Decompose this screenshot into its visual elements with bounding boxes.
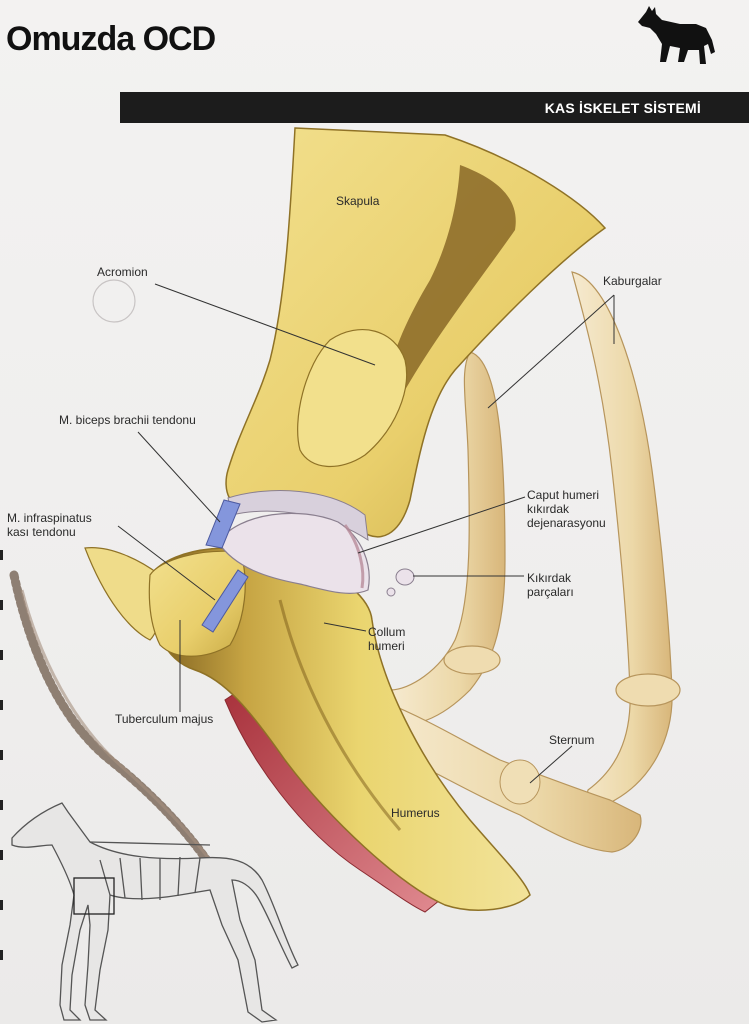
skeleton-dog-inset — [11, 802, 299, 1023]
spiral-binding — [0, 550, 3, 960]
page-title: Omuzda OCD — [6, 20, 216, 58]
cartilage-fragment — [395, 568, 415, 586]
label-caput-line2: kıkırdak — [527, 502, 570, 516]
label-infraspinatus-line1: M. infraspinatus — [7, 511, 92, 525]
label-kikirdak-line1: Kıkırdak — [527, 571, 572, 585]
label-biceps-tendon: M. biceps brachii tendonu — [59, 413, 196, 427]
label-collum-line2: humeri — [368, 639, 405, 653]
acromion-marker-circle — [92, 279, 136, 323]
fur-outline — [9, 570, 225, 885]
label-collum-line1: Collum — [368, 625, 406, 639]
label-skapula: Skapula — [336, 194, 380, 208]
cartilage-fragment-small — [386, 587, 396, 597]
label-infraspinatus-line2: kası tendonu — [7, 525, 76, 539]
label-caput-line3: dejenarasyonu — [527, 516, 606, 530]
section-banner-text: KAS İSKELET SİSTEMİ — [544, 100, 701, 116]
label-caput-line1: Caput humeri — [527, 488, 600, 502]
biceps-tendon — [205, 499, 241, 549]
label-kikirdak-line2: parçaları — [527, 585, 574, 599]
rib-back — [571, 271, 673, 805]
acromion-process — [297, 329, 408, 467]
leader-lines — [117, 283, 615, 784]
label-acromion: Acromion — [97, 265, 148, 279]
inset-shoulder-highlight-box — [73, 877, 115, 915]
infraspinatus-tendon — [201, 569, 249, 633]
glenoid-cartilage — [227, 490, 369, 542]
section-banner: KAS İSKELET SİSTEMİ — [120, 92, 749, 123]
german-shepherd-silhouette-icon — [638, 6, 715, 64]
label-tuberculum: Tuberculum majus — [115, 712, 214, 726]
label-humerus: Humerus — [391, 806, 440, 820]
label-sternum: Sternum — [549, 733, 595, 747]
label-kaburgalar: Kaburgalar — [603, 274, 662, 288]
